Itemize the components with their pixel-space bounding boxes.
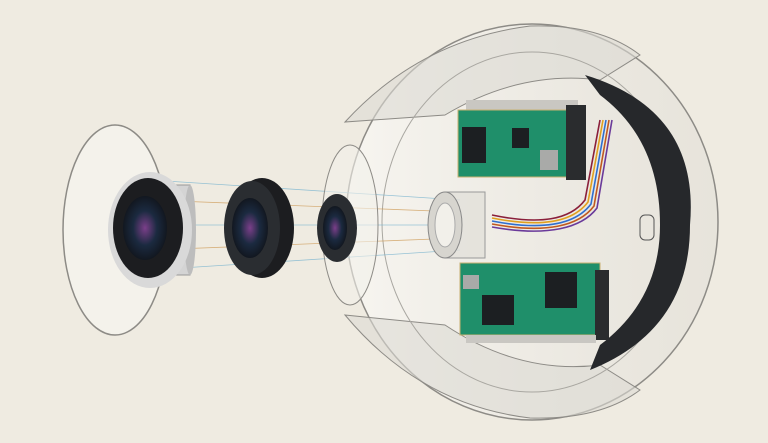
dark-mounting-ring [585,75,691,370]
third-lens [317,144,379,306]
ring-notch-icon [639,214,655,241]
chip [462,127,486,163]
fourth-lens-ring [427,191,486,259]
light-rays [149,179,461,271]
bottom-pcb [459,262,609,343]
top-pcb [457,100,586,180]
chip [512,128,529,148]
ribbon-wires [491,119,613,232]
chip [545,272,577,308]
connector [463,275,479,289]
main-lens [108,172,196,288]
chip [482,295,514,325]
second-lens [224,178,294,278]
connector [540,150,558,170]
